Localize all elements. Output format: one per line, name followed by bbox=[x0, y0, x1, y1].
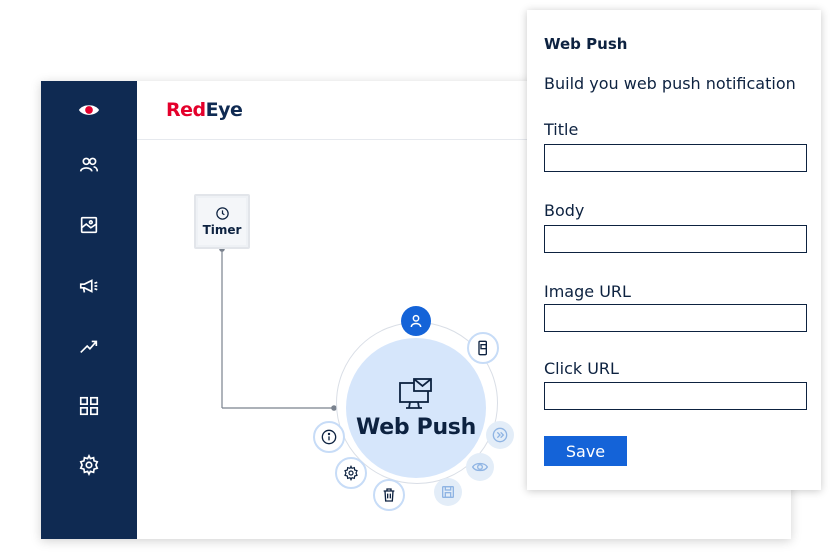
save-node-button[interactable] bbox=[434, 478, 462, 506]
trend-up-icon bbox=[80, 340, 98, 354]
info-icon bbox=[321, 429, 337, 445]
sidebar-item-home[interactable] bbox=[69, 90, 109, 130]
clock-icon bbox=[215, 207, 229, 220]
settings-button[interactable] bbox=[335, 457, 367, 489]
save-button[interactable]: Save bbox=[544, 436, 627, 466]
image-icon bbox=[80, 216, 98, 234]
monitor-mail-icon bbox=[399, 377, 432, 409]
gear-icon bbox=[79, 454, 99, 476]
audience-action-button[interactable] bbox=[401, 306, 431, 336]
gear-icon bbox=[344, 465, 358, 481]
timer-node-inner: Timer bbox=[198, 198, 246, 245]
sidebar-item-content[interactable] bbox=[69, 205, 109, 245]
trash-icon bbox=[383, 488, 395, 502]
grid-icon bbox=[79, 396, 99, 416]
mobile-icon bbox=[478, 340, 487, 356]
users-icon bbox=[79, 157, 99, 172]
panel-subtitle: Build you web push notification bbox=[544, 74, 796, 93]
web-push-node-label: Web Push bbox=[356, 414, 476, 440]
click-url-label: Click URL bbox=[544, 359, 619, 378]
brand-logo-part1: Red bbox=[166, 99, 206, 121]
mobile-preview-button[interactable] bbox=[467, 332, 499, 364]
eye-icon bbox=[78, 105, 100, 115]
click-url-input[interactable] bbox=[544, 382, 807, 410]
title-input[interactable] bbox=[544, 144, 807, 172]
timer-node[interactable]: Timer bbox=[194, 194, 250, 249]
double-chevron-right-icon bbox=[492, 427, 508, 443]
header: RedEye bbox=[137, 81, 791, 140]
sidebar-item-audience[interactable] bbox=[69, 145, 109, 185]
sidebar-item-settings[interactable] bbox=[69, 445, 109, 485]
save-icon bbox=[442, 486, 454, 498]
body-label: Body bbox=[544, 201, 585, 220]
eye-icon bbox=[472, 462, 488, 472]
web-push-node[interactable]: Web Push bbox=[346, 338, 486, 478]
web-push-panel: Web Push Build you web push notification… bbox=[527, 10, 821, 490]
image-url-input[interactable] bbox=[544, 304, 807, 332]
body-input[interactable] bbox=[544, 225, 807, 253]
sidebar-item-integrations[interactable] bbox=[69, 386, 109, 426]
user-icon bbox=[410, 314, 422, 328]
timer-label: Timer bbox=[202, 223, 242, 237]
sidebar-item-campaigns[interactable] bbox=[69, 266, 109, 306]
preview-button[interactable] bbox=[466, 453, 494, 481]
panel-title: Web Push bbox=[544, 35, 628, 53]
sidebar-item-analytics[interactable] bbox=[69, 326, 109, 366]
brand-logo-part2: Eye bbox=[205, 99, 243, 121]
next-step-button[interactable] bbox=[486, 421, 514, 449]
image-url-label: Image URL bbox=[544, 282, 631, 301]
delete-button[interactable] bbox=[373, 479, 405, 511]
megaphone-icon bbox=[79, 279, 98, 293]
info-button[interactable] bbox=[313, 421, 345, 453]
title-label: Title bbox=[544, 120, 579, 139]
sidebar bbox=[41, 81, 137, 539]
brand-logo[interactable]: RedEye bbox=[166, 99, 243, 121]
